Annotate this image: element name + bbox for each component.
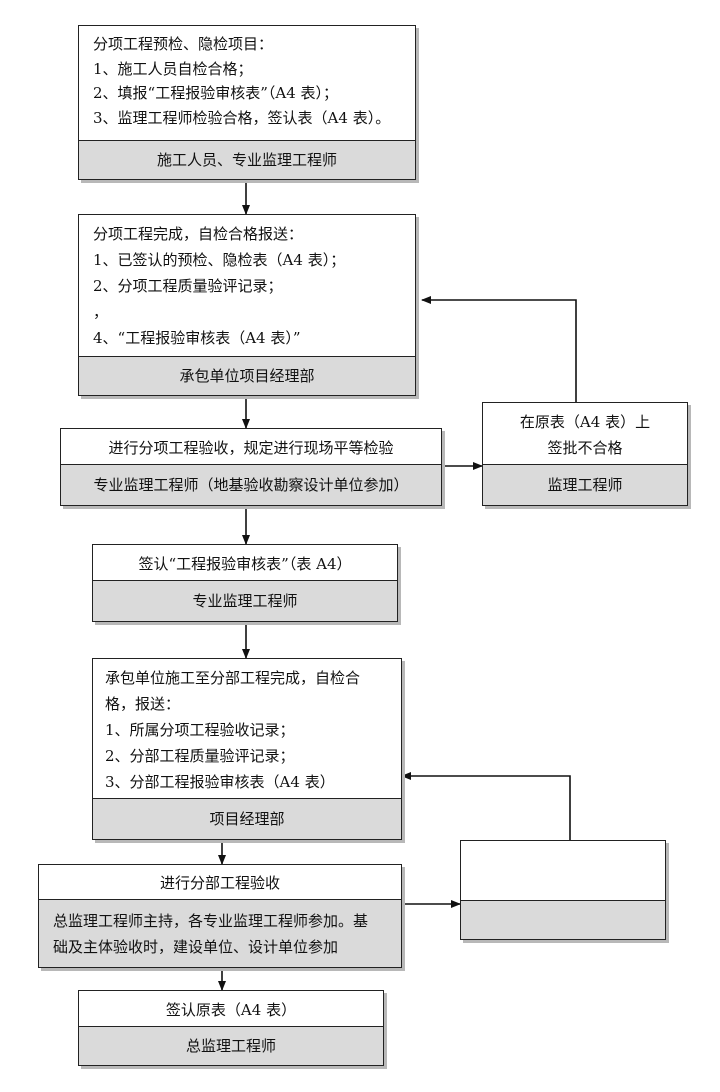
text-line: 在原表（A4 表）上: [519, 413, 651, 431]
step-submission-box: 分项工程完成，自检合格报送： 1、已签认的预检、隐检表（A4 表）； 2、分项工…: [78, 214, 416, 396]
step-submission-responsible: 承包单位项目经理部: [79, 356, 415, 395]
arrow-reject2-to-box5: [401, 772, 571, 840]
text-line: 签批不合格: [547, 439, 623, 457]
text-line: 承包单位施工至分部工程完成，自检合: [105, 669, 361, 687]
text-line: 3、监理工程师检验合格，签认表（A4 表）。: [93, 108, 391, 127]
step-division-acceptance-responsible: 总监理工程师主持，各专业监理工程师参加。基 础及主体验收时，建设单位、设计单位参…: [39, 899, 401, 967]
step-item-acceptance-responsible: 专业监理工程师（地基验收勘察设计单位参加）: [61, 464, 441, 505]
step-sign-form-box: 签认“工程报验审核表”（表 A4） 专业监理工程师: [92, 544, 398, 622]
text-line: 签认“工程报验审核表”（表 A4）: [138, 555, 352, 573]
step-reject-box: 在原表（A4 表）上 签批不合格 监理工程师: [482, 402, 688, 506]
text-line: 格，报送：: [105, 695, 181, 713]
text-line: 3、分部工程报验审核表（A4 表）: [105, 773, 335, 791]
text-line: 1、施工人员自检合格；: [93, 59, 253, 78]
step-reject-2-content: [461, 841, 665, 903]
step-reject-box-2: [460, 840, 666, 940]
step-reject-2-responsible: [461, 900, 665, 939]
text-line: ，: [93, 303, 109, 321]
text-line: 2、分项工程质量验评记录；: [93, 277, 283, 295]
step-prechecks-content: 分项工程预检、隐检项目： 1、施工人员自检合格； 2、填报“工程报验审核表”（A…: [79, 26, 415, 130]
text-line: 1、已签认的预检、隐检表（A4 表）；: [93, 251, 346, 269]
step-sign-form-content: 签认“工程报验审核表”（表 A4）: [93, 545, 397, 583]
text-line: 进行分项工程验收，规定进行现场平等检验: [108, 439, 394, 457]
step-sign-form-responsible: 专业监理工程师: [93, 580, 397, 621]
step-division-submission-content: 承包单位施工至分部工程完成，自检合 格，报送： 1、所属分项工程验收记录； 2、…: [93, 659, 401, 795]
step-final-sign-responsible: 总监理工程师: [79, 1026, 383, 1065]
step-item-acceptance-box: 进行分项工程验收，规定进行现场平等检验 专业监理工程师（地基验收勘察设计单位参加…: [60, 428, 442, 506]
step-division-acceptance-content: 进行分部工程验收: [39, 865, 401, 901]
text-line: 2、填报“工程报验审核表”（A4 表）；: [93, 84, 339, 102]
step-submission-content: 分项工程完成，自检合格报送： 1、已签认的预检、隐检表（A4 表）； 2、分项工…: [79, 215, 415, 351]
text-line: 1、所属分项工程验收记录；: [105, 721, 295, 739]
step-final-sign-content: 签认原表（A4 表）: [79, 991, 383, 1029]
arrow-reject-to-box2: [421, 296, 577, 402]
step-reject-content: 在原表（A4 表）上 签批不合格: [483, 403, 687, 461]
step-division-submission-box: 承包单位施工至分部工程完成，自检合 格，报送： 1、所属分项工程验收记录； 2、…: [92, 658, 402, 840]
step-division-submission-responsible: 项目经理部: [93, 798, 401, 839]
step-reject-responsible: 监理工程师: [483, 464, 687, 505]
step-division-acceptance-box: 进行分部工程验收 总监理工程师主持，各专业监理工程师参加。基 础及主体验收时，建…: [38, 864, 402, 968]
text-line: 2、分部工程质量验评记录；: [105, 747, 295, 765]
step-final-sign-box: 签认原表（A4 表） 总监理工程师: [78, 990, 384, 1066]
text-line: 总监理工程师主持，各专业监理工程师参加。基: [53, 912, 369, 930]
text-line: 4、“工程报验审核表（A4 表）”: [93, 329, 301, 347]
step-prechecks-box: 分项工程预检、隐检项目： 1、施工人员自检合格； 2、填报“工程报验审核表”（A…: [78, 25, 416, 180]
text-line: 进行分部工程验收: [159, 874, 280, 892]
text-line: 签认原表（A4 表）: [165, 1001, 297, 1019]
step-prechecks-responsible: 施工人员、专业监理工程师: [79, 140, 415, 179]
text-line: 分项工程完成，自检合格报送：: [93, 225, 304, 243]
text-line: 分项工程预检、隐检项目：: [93, 35, 274, 53]
text-line: 础及主体验收时，建设单位、设计单位参加: [53, 938, 339, 956]
step-item-acceptance-content: 进行分项工程验收，规定进行现场平等检验: [61, 429, 441, 467]
